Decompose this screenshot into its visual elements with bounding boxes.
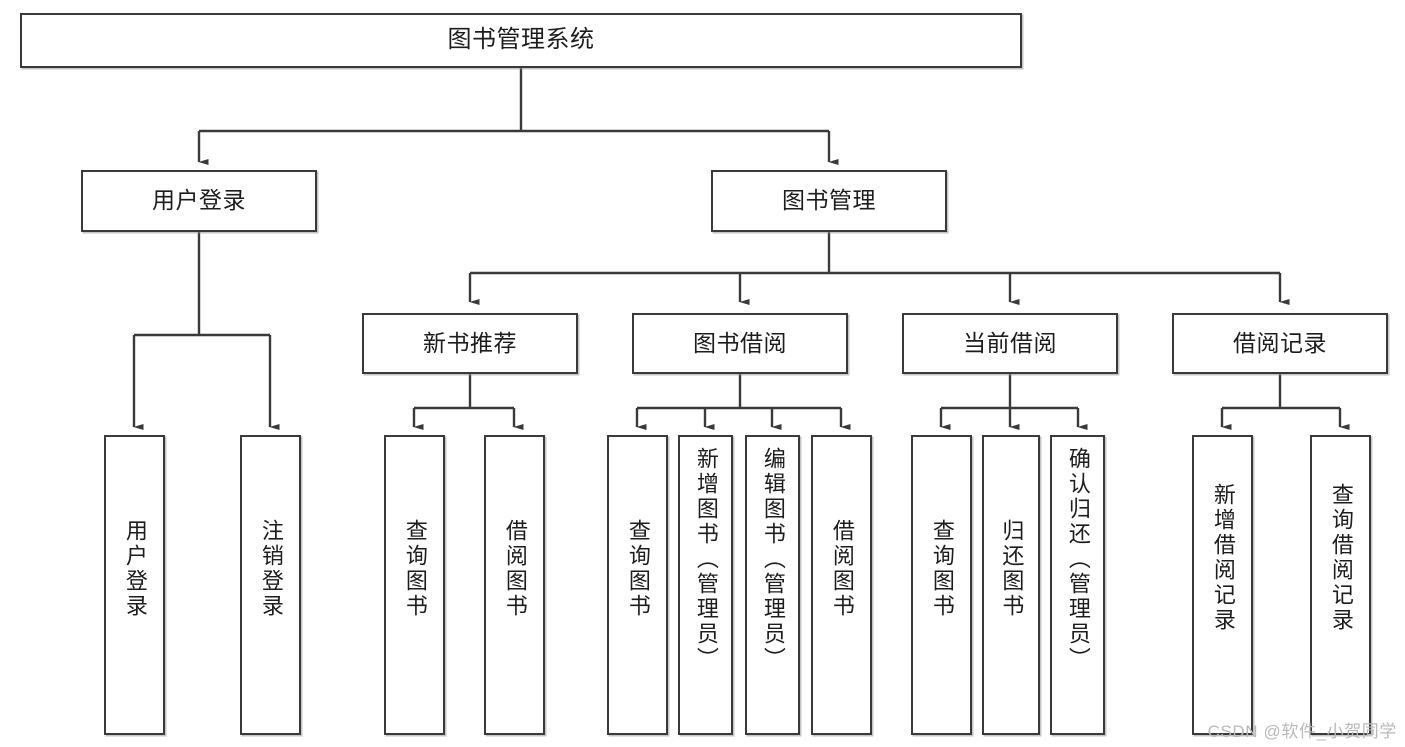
node-leaf-borrow-book[interactable]: 借阅图书: [811, 435, 872, 735]
node-borrow-record[interactable]: 借阅记录: [1172, 313, 1388, 374]
node-label: 归还图书: [999, 519, 1025, 619]
node-leaf-return-book[interactable]: 归还图书: [982, 435, 1040, 735]
node-leaf-query-book-recommend[interactable]: 查询图书: [384, 435, 445, 735]
node-label: 用户登录: [122, 519, 148, 619]
node-book-management-system[interactable]: 图书管理系统: [20, 13, 1022, 68]
watermark: CSDN @软件_小贺同学: [1207, 722, 1397, 741]
node-current-borrow[interactable]: 当前借阅: [902, 313, 1118, 374]
node-label: 查询图书: [402, 519, 428, 619]
node-label: 查询借阅记录: [1328, 483, 1354, 633]
node-label: 借阅记录: [1233, 329, 1327, 356]
node-leaf-edit-book-admin[interactable]: 编辑图书（管理员）: [745, 435, 800, 735]
node-label: 当前借阅: [963, 329, 1057, 356]
node-book-management[interactable]: 图书管理: [711, 170, 947, 232]
node-leaf-user-login[interactable]: 用户登录: [104, 435, 165, 735]
node-leaf-add-book-admin[interactable]: 新增图书（管理员）: [678, 435, 733, 735]
node-label: 借阅图书: [829, 519, 855, 619]
node-leaf-borrow-book-recommend[interactable]: 借阅图书: [484, 435, 545, 735]
node-label: 图书管理系统: [447, 26, 595, 54]
node-new-book-recommend[interactable]: 新书推荐: [362, 313, 578, 374]
node-label: 编辑图书（管理员）: [760, 447, 786, 672]
node-label: 查询图书: [929, 519, 955, 619]
node-label: 图书管理: [782, 187, 876, 214]
node-user-login[interactable]: 用户登录: [81, 170, 317, 232]
node-book-borrow[interactable]: 图书借阅: [632, 313, 848, 374]
node-label: 确认归还（管理员）: [1065, 447, 1091, 672]
node-label: 查询图书: [625, 519, 651, 619]
node-leaf-logout[interactable]: 注销登录: [240, 435, 301, 735]
node-label: 注销登录: [258, 519, 284, 619]
node-label: 新书推荐: [423, 329, 517, 356]
node-label: 新增借阅记录: [1210, 483, 1236, 633]
node-leaf-query-borrow-record[interactable]: 查询借阅记录: [1310, 435, 1371, 735]
node-label: 图书借阅: [693, 329, 787, 356]
node-leaf-query-book-current[interactable]: 查询图书: [911, 435, 972, 735]
node-label: 用户登录: [152, 187, 246, 214]
node-leaf-query-book-borrow[interactable]: 查询图书: [607, 435, 668, 735]
node-leaf-confirm-return-admin[interactable]: 确认归还（管理员）: [1050, 435, 1105, 735]
node-label: 新增图书（管理员）: [693, 447, 719, 672]
node-leaf-add-borrow-record[interactable]: 新增借阅记录: [1192, 435, 1253, 735]
node-label: 借阅图书: [502, 519, 528, 619]
